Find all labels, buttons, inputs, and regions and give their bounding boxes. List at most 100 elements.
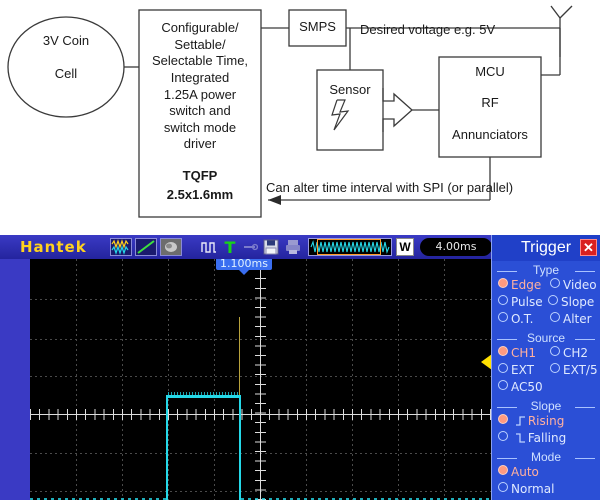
grid-v-line [398,259,399,500]
trigger-level-arrow[interactable] [481,354,492,370]
close-icon[interactable]: ✕ [580,239,597,256]
timer-ic-label: Configurable/ Settable/ Selectable Time,… [151,20,249,152]
waveform-display-icon[interactable] [110,238,132,256]
scope-display-grid[interactable]: 1.100ms [30,259,492,500]
waveform-high-plateau [166,395,240,398]
pulse-measure-icon[interactable] [200,238,218,256]
radio-dot [498,465,508,475]
radio-dot [498,278,508,288]
radio-mode-normal[interactable]: Normal [498,482,554,496]
grid-v-line [76,259,77,500]
radio-type-pulse[interactable]: Pulse [498,295,543,309]
trigger-group-slope: Slope Rising Falling [494,399,598,448]
trigger-source-row-3: AC50 [494,380,598,397]
spi-annotation: Can alter time interval with SPI (or par… [266,180,514,195]
scope-left-rail [0,259,30,500]
radio-dot [498,346,508,356]
voltage-annotation: Desired voltage e.g. 5V [360,22,496,37]
cursor-icon[interactable] [242,238,259,256]
mcu-label-line2: RF [481,95,499,110]
smps-label: SMPS [299,19,336,34]
radio-label: Pulse [511,295,543,309]
radio-dot [498,431,508,441]
record-navigator[interactable] [308,238,392,256]
radio-label: Slope [561,295,595,309]
radio-dot [498,312,508,322]
block-diagram: 3V Coin Cell Configurable/ Settable/ Sel… [0,0,600,235]
timer-ic-package: TQFP [182,168,218,183]
timer-ic-shape [138,9,262,218]
radio-dot [550,278,560,288]
w-button[interactable]: W [396,238,414,256]
radio-type-video[interactable]: Video [550,278,597,292]
battery-label: 3V Coin Cell [42,33,90,82]
oscilloscope-window: Hantek T [0,235,600,500]
radio-source-ext[interactable]: EXT [498,363,534,377]
axis-tick-col [255,259,266,500]
radio-label: Rising [527,414,565,428]
print-icon[interactable] [284,238,302,256]
save-floppy-icon[interactable] [262,238,280,256]
radio-slope-falling[interactable]: Falling [498,431,566,445]
trigger-position-marker[interactable]: 1.100ms [216,259,272,275]
spi-arrowhead [268,195,281,205]
radio-source-ext5[interactable]: EXT/5 [550,363,598,377]
radio-dot [498,295,508,305]
radio-label: Edge [511,278,542,292]
trigger-group-type: Type Edge Video Pulse Slope O.T. [494,263,598,329]
group-header-source: Source [494,331,598,346]
trigger-mode-row-1: Auto [494,465,598,482]
waveform-rising-edge [166,395,168,500]
group-header-mode: Mode [494,450,598,465]
radio-source-ch1[interactable]: CH1 [498,346,536,360]
mcu-label-line3: Annunciators [452,127,528,142]
trigger-panel: Trigger ✕ Type Edge Video Pulse Slope [491,235,600,500]
grid-v-line [168,259,169,500]
hantek-logo: Hantek [20,238,87,256]
radio-label: Falling [527,431,567,445]
timebase-readout[interactable]: 4.00ms [420,238,492,256]
radio-dot [498,380,508,390]
navigator-selection[interactable] [317,239,381,255]
timer-ic-size: 2.5x1.6mm [166,187,234,202]
radio-mode-auto[interactable]: Auto [498,465,539,479]
radio-type-ot[interactable]: O.T. [498,312,534,326]
radio-type-edge[interactable]: Edge [498,278,541,292]
trigger-type-row-2: Pulse Slope [494,295,598,312]
radio-source-ch2[interactable]: CH2 [550,346,588,360]
grid-v-line [444,259,445,500]
svg-text:T: T [225,238,236,256]
trigger-T-icon[interactable]: T [222,238,238,257]
sensor-label: Sensor [329,82,371,97]
radio-label: CH2 [563,346,589,360]
radio-slope-rising[interactable]: Rising [498,414,564,428]
trigger-group-mode: Mode Auto Normal [494,450,598,499]
lightning-bolt-icon [331,99,350,131]
radio-type-alter[interactable]: Alter [550,312,592,326]
group-header-type: Type [494,263,598,278]
radio-source-ac50[interactable]: AC50 [498,380,543,394]
waveform-plateau-noise [168,392,238,396]
antenna-arm-right [559,5,573,19]
trigger-type-row-1: Edge Video [494,278,598,295]
radio-dot [498,482,508,492]
mcu-label-line1: MCU [475,64,505,79]
radio-dot [498,414,508,424]
waveform-falling-edge [239,395,241,500]
falling-edge-icon [515,432,526,443]
trigger-source-row-2: EXT EXT/5 [494,363,598,380]
radio-label: CH1 [511,346,537,360]
antenna-arm-left [550,5,561,19]
persistence-display-icon[interactable] [160,238,182,256]
trigger-slope-row-2: Falling [494,431,598,448]
radio-dot [550,312,560,322]
radio-type-slope[interactable]: Slope [548,295,594,309]
grid-v-line [352,259,353,500]
rising-edge-icon [515,415,526,426]
radio-label: EXT/5 [563,363,598,377]
trigger-delay-bar [239,317,240,402]
waveform-baseline-left [30,498,166,500]
line-trace-icon[interactable] [135,238,157,256]
waveform-baseline-right [241,498,492,500]
radio-label: Video [563,278,597,292]
